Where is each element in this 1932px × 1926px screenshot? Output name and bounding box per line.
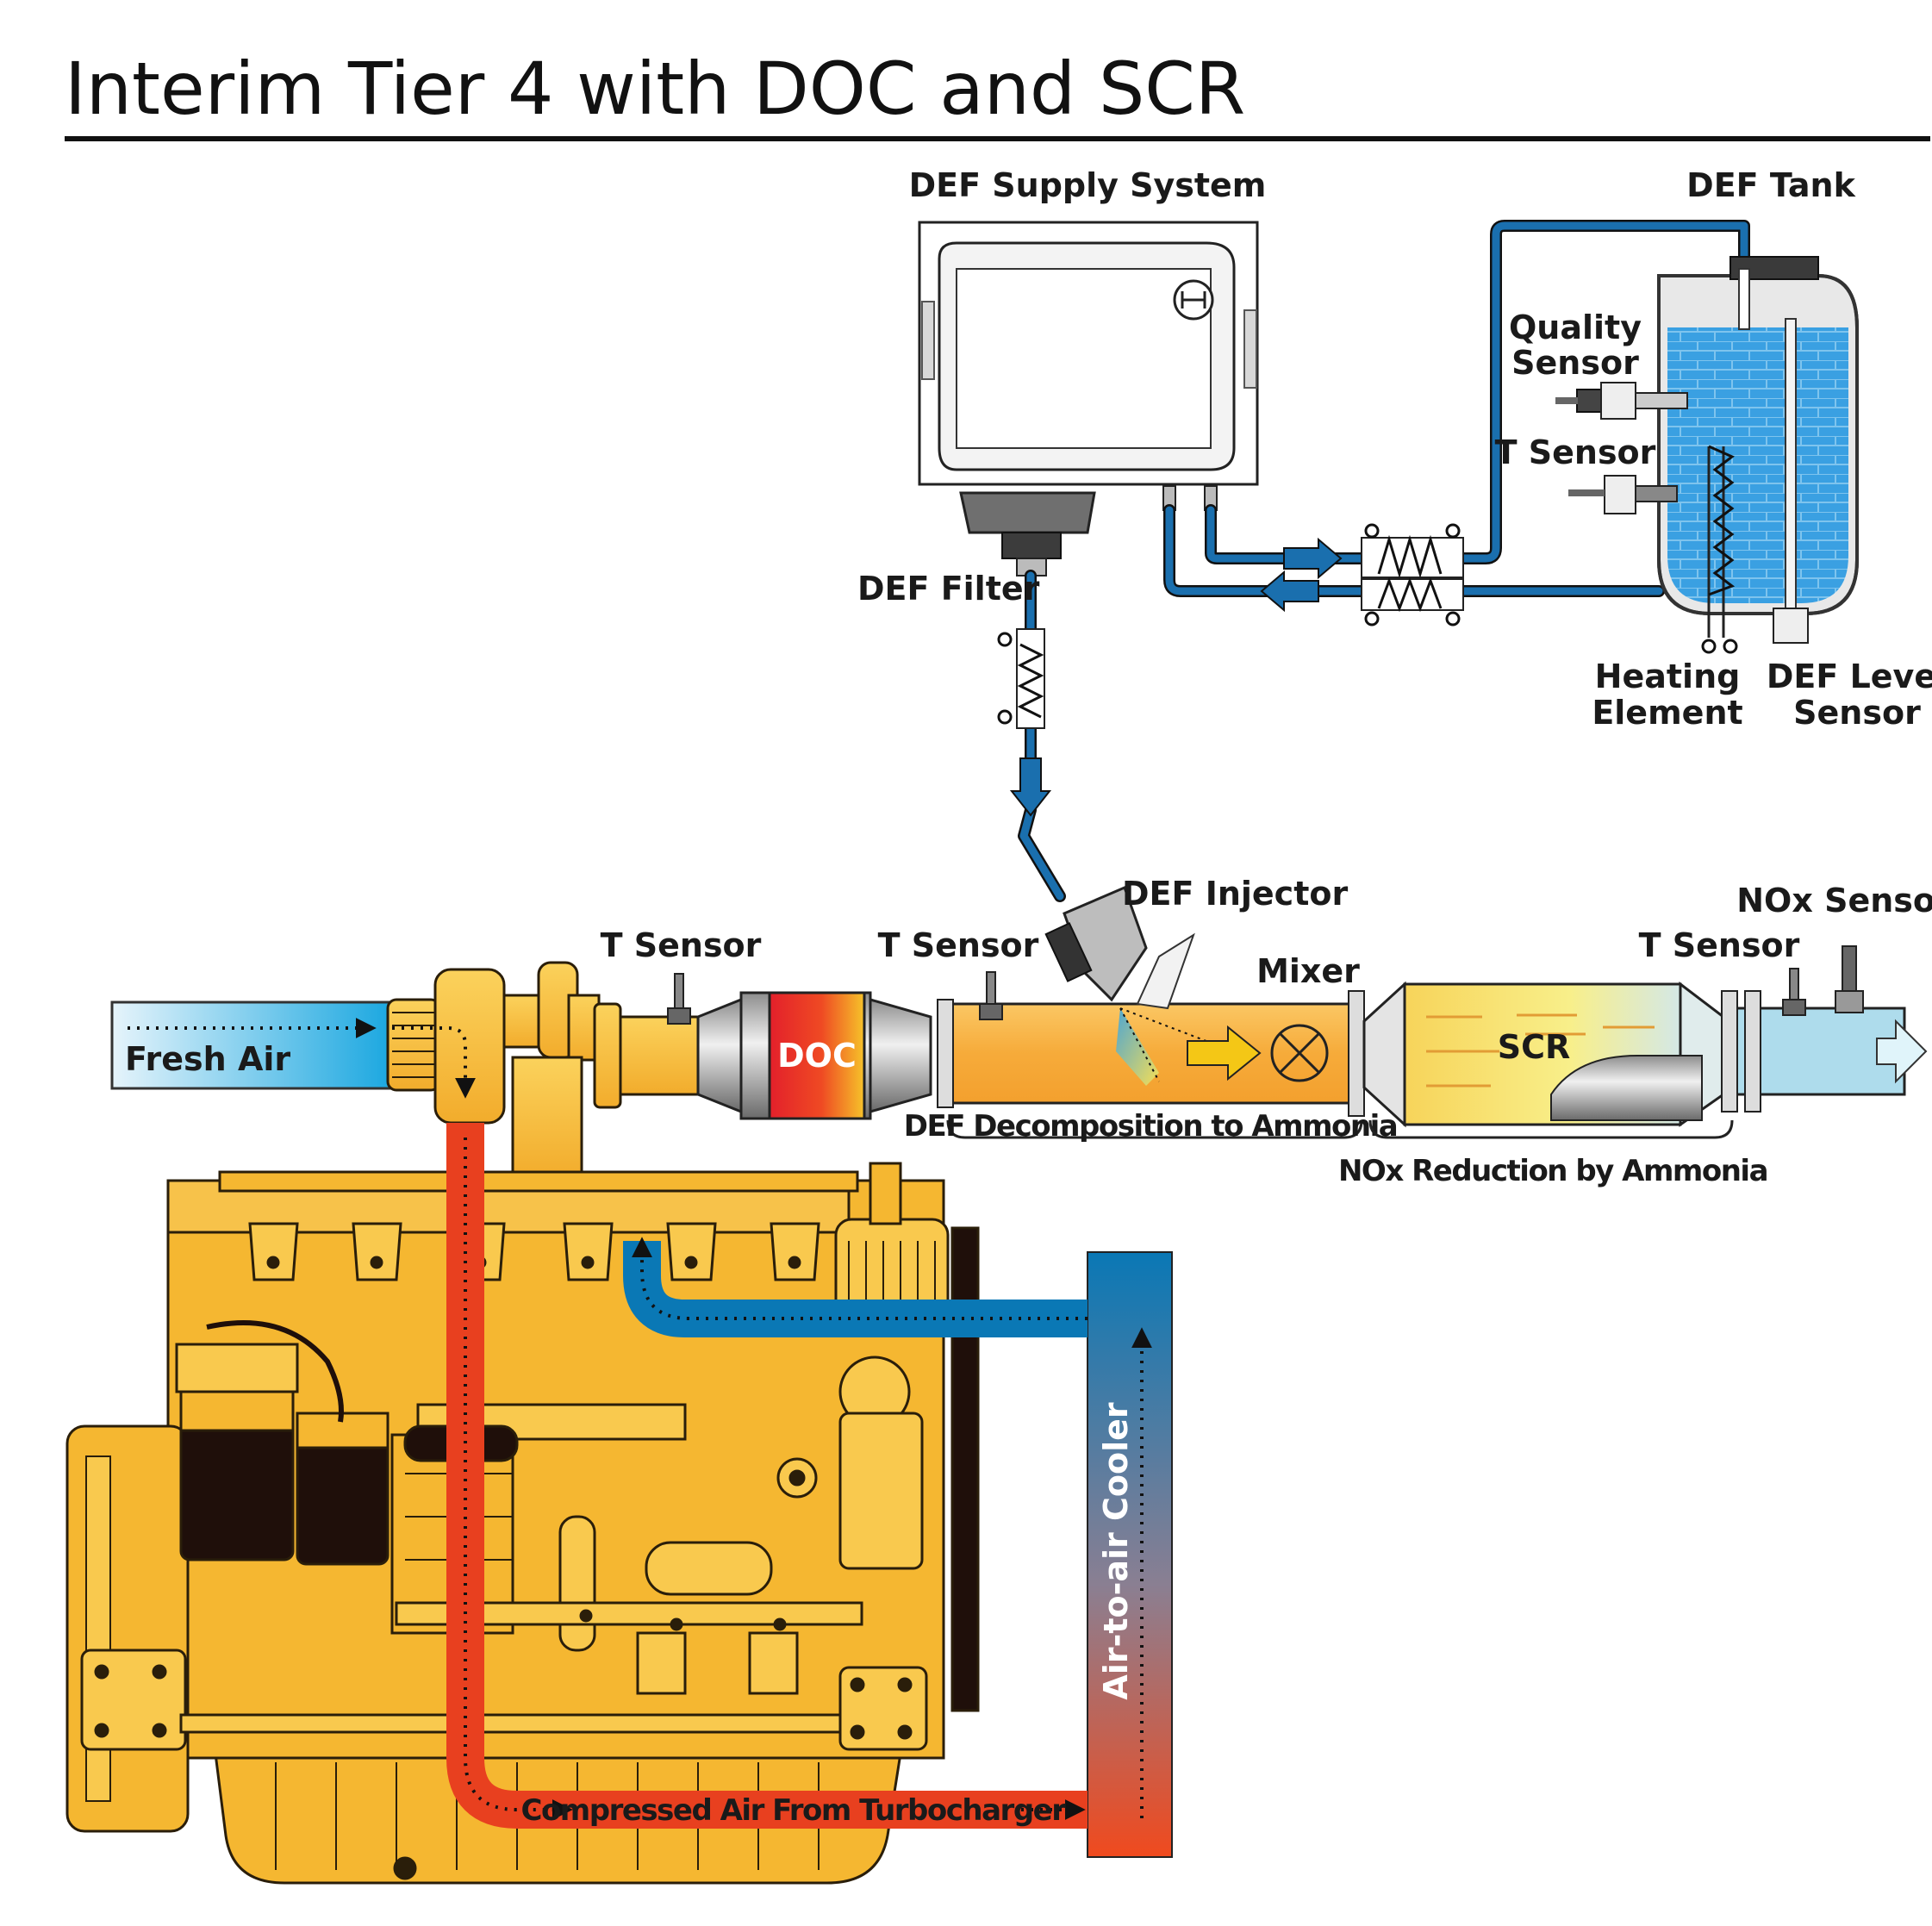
air-to-air-cooler-label: Air-to-air Cooler — [1097, 1402, 1135, 1700]
engine-block — [65, 1162, 980, 1885]
decomposition-tube-flange-left — [937, 999, 954, 1108]
mixer — [1270, 1024, 1329, 1082]
outlet-flange-right — [1744, 990, 1761, 1113]
def-supply-system-label: DEF Supply System — [909, 166, 1267, 204]
decomposition-brace — [946, 1119, 1363, 1139]
doc-canister — [696, 991, 932, 1120]
scr-canister — [1362, 981, 1725, 1128]
compressed-air-label: Compressed Air From Turbocharger — [521, 1793, 1067, 1828]
clean-exhaust-arrow — [1876, 1019, 1928, 1084]
def-injector-label: DEF Injector — [1122, 875, 1348, 913]
nox-sensor — [1835, 945, 1864, 1013]
diagram-title: Interim Tier 4 with DOC and SCR — [65, 47, 1245, 131]
scr-outlet-t-sensor-label: T Sensor — [1639, 926, 1800, 964]
mixer-label: Mixer — [1256, 952, 1360, 990]
outlet-flange-left — [1721, 990, 1738, 1113]
exhaust-flow-arrow — [1187, 1025, 1262, 1081]
turbocharger — [386, 961, 700, 1180]
def-tank-label: DEF Tank — [1686, 166, 1855, 204]
nox-reduction-brace — [1368, 1119, 1734, 1139]
heating-element-label-line2: Element — [1592, 694, 1742, 732]
quality-sensor-label-line2: Sensor — [1511, 344, 1639, 382]
def-injector — [1044, 885, 1212, 1086]
doc-label: DOC — [777, 1037, 857, 1075]
doc-outlet-t-sensor — [979, 971, 1003, 1020]
turbo-t-sensor — [667, 973, 691, 1025]
line-heater-upper — [1361, 523, 1464, 579]
def-lines — [1018, 220, 1750, 902]
cooled-air-flow-arrow — [632, 1237, 1088, 1320]
turbo-t-sensor-label: T Sensor — [601, 926, 762, 964]
line-heater-lower — [1361, 577, 1464, 626]
def-level-sensor-label-line1: DEF Level — [1767, 658, 1932, 695]
compressed-air-pipe — [446, 1123, 1088, 1829]
def-tank — [1555, 256, 1859, 654]
tank-t-sensor-label: T Sensor — [1495, 433, 1656, 471]
scr-outlet-t-sensor — [1782, 968, 1806, 1016]
decomposition-tube-flange-right — [1348, 990, 1365, 1117]
def-decomposition-label: DEF Decomposition to Ammonia — [904, 1109, 1397, 1144]
def-flow-arrow-right — [1283, 537, 1343, 580]
def-filter-label: DEF Filter — [857, 570, 1040, 608]
scr-label: SCR — [1498, 1028, 1571, 1066]
def-flow-arrow-down — [1009, 757, 1052, 817]
def-supply-system — [918, 221, 1259, 577]
def-level-sensor-label-line2: Sensor — [1793, 694, 1921, 732]
title-rule — [65, 136, 1930, 141]
heating-element-label-line1: Heating — [1595, 658, 1741, 695]
nox-sensor-label: NOx Sensor — [1736, 882, 1932, 919]
nox-reduction-label: NOx Reduction by Ammonia — [1338, 1154, 1767, 1188]
fresh-air-label: Fresh Air — [125, 1040, 290, 1078]
air-to-air-cooler — [1087, 1251, 1173, 1858]
def-flow-arrow-left — [1260, 570, 1319, 613]
doc-outlet-t-sensor-label: T Sensor — [878, 926, 1039, 964]
def-filter — [997, 628, 1045, 729]
quality-sensor-label-line1: Quality — [1509, 309, 1642, 346]
